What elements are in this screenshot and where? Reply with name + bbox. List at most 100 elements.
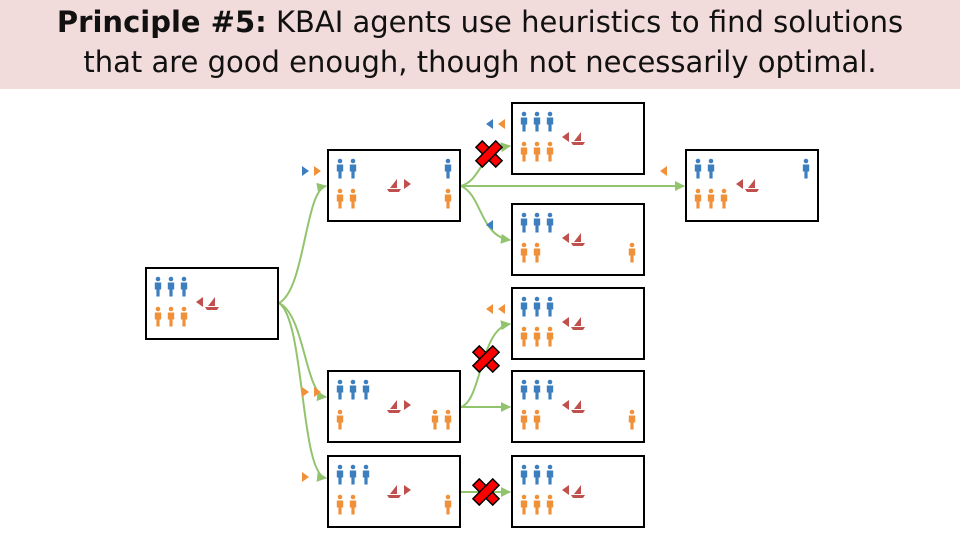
cannibal-left-1-head (534, 141, 540, 147)
missionary-right-0-head (803, 158, 809, 164)
boat-hull (745, 189, 759, 192)
cannibal-right-0-body (444, 194, 452, 209)
cannibal-right-0-head (445, 409, 451, 415)
move-indicator-c-icon (302, 387, 309, 397)
missionary-left-0-body (520, 470, 528, 485)
missionary-left-2-body (546, 302, 554, 317)
boat-sail (390, 485, 397, 494)
cannibal-right-1-head (432, 409, 438, 415)
state-frame (511, 370, 645, 443)
boat-hull (571, 142, 585, 145)
missionary-left-0-head (695, 158, 701, 164)
boat-sail (574, 233, 581, 242)
missionary-left-1-body (533, 218, 541, 233)
cannibal-right-0-head (445, 188, 451, 194)
missionary-left-0-body (520, 117, 528, 132)
missionary-left-2-head (547, 379, 553, 385)
missionary-left-1-body (533, 470, 541, 485)
cannibal-left-2-head (721, 188, 727, 194)
missionary-left-0-body (520, 385, 528, 400)
cannibal-right-0-head (629, 242, 635, 248)
cannibal-left-1-head (350, 494, 356, 500)
cannibal-left-0-body (520, 500, 528, 515)
cannibal-right-0-body (628, 248, 636, 263)
cannibal-left-2-body (546, 332, 554, 347)
cannibal-right-0-body (444, 415, 452, 430)
cannibal-left-0-head (695, 188, 701, 194)
missionary-left-0-head (521, 379, 527, 385)
missionary-left-0-head (155, 276, 161, 282)
cannibal-left-0-head (521, 141, 527, 147)
missionary-left-0-head (337, 379, 343, 385)
cannibal-right-0-body (444, 500, 452, 515)
missionary-left-1-head (350, 464, 356, 470)
cannibal-left-1-body (707, 194, 715, 209)
missionary-left-2-head (363, 379, 369, 385)
missionary-left-0-body (694, 164, 702, 179)
cannibal-left-0-body (336, 194, 344, 209)
missionary-left-2-body (546, 470, 554, 485)
missionary-left-2-head (363, 464, 369, 470)
boat-direction-icon (404, 179, 411, 189)
missionary-left-2-head (181, 276, 187, 282)
missionary-left-1-head (350, 158, 356, 164)
cannibal-left-1-head (168, 306, 174, 312)
state-box-start (145, 267, 279, 340)
state-box-a3-1 (511, 455, 645, 528)
boat-sail (574, 485, 581, 494)
missionary-right-0-head (445, 158, 451, 164)
move-indicator-m-icon (302, 166, 309, 176)
cannibal-left-1-body (533, 248, 541, 263)
cannibal-left-0-body (336, 415, 344, 430)
missionary-left-2-body (362, 470, 370, 485)
missionary-left-1-body (349, 164, 357, 179)
cannibal-right-0-body (628, 415, 636, 430)
boat-sail (748, 179, 755, 188)
boat-hull (387, 410, 401, 413)
boat-sail (390, 179, 397, 188)
cannibal-left-1-head (350, 188, 356, 194)
boat-direction-icon (562, 132, 569, 142)
state-box-a2-1 (486, 287, 645, 360)
cannibal-left-0-head (337, 188, 343, 194)
cross-a2-1-icon (471, 344, 501, 374)
missionary-left-2-body (546, 218, 554, 233)
missionary-left-0-head (521, 464, 527, 470)
missionary-left-1-head (534, 379, 540, 385)
title-line-1-rest: KBAI agents use heuristics to find solut… (275, 5, 904, 39)
cross-a3-1-icon (471, 477, 501, 507)
cannibal-left-1-body (349, 194, 357, 209)
cannibal-left-0-body (154, 312, 162, 327)
missionary-left-2-head (547, 111, 553, 117)
cannibal-left-0-head (155, 306, 161, 312)
boat-hull (571, 327, 585, 330)
missionary-left-1-head (708, 158, 714, 164)
move-indicator-c-icon (498, 119, 505, 129)
state-box-a1-2 (660, 149, 819, 222)
cannibal-left-1-body (533, 147, 541, 162)
move-indicator-c-icon (498, 304, 505, 314)
missionary-left-1-head (534, 296, 540, 302)
title-bold: Principle #5: (56, 5, 267, 39)
cannibal-left-0-head (521, 409, 527, 415)
missionary-right-0-body (802, 164, 810, 179)
missionary-left-1-head (534, 212, 540, 218)
title-line-2: that are good enough, though not necessa… (83, 45, 877, 79)
cannibal-right-1-body (431, 415, 439, 430)
cannibal-left-2-body (546, 500, 554, 515)
missionary-left-2-body (180, 282, 188, 297)
state-box-a3 (302, 455, 461, 528)
boat-direction-icon (404, 400, 411, 410)
boat-direction-icon (736, 179, 743, 189)
edge-start-a1 (278, 182, 327, 304)
edge-a1-a1-3 (460, 185, 511, 244)
boat-direction-icon (404, 485, 411, 495)
boat-sail (574, 317, 581, 326)
cannibal-left-0-body (520, 147, 528, 162)
boat-hull (387, 189, 401, 192)
missionary-left-0-head (337, 464, 343, 470)
move-indicator-c-icon (486, 304, 493, 314)
missionary-left-0-head (337, 158, 343, 164)
missionary-left-2-body (362, 385, 370, 400)
